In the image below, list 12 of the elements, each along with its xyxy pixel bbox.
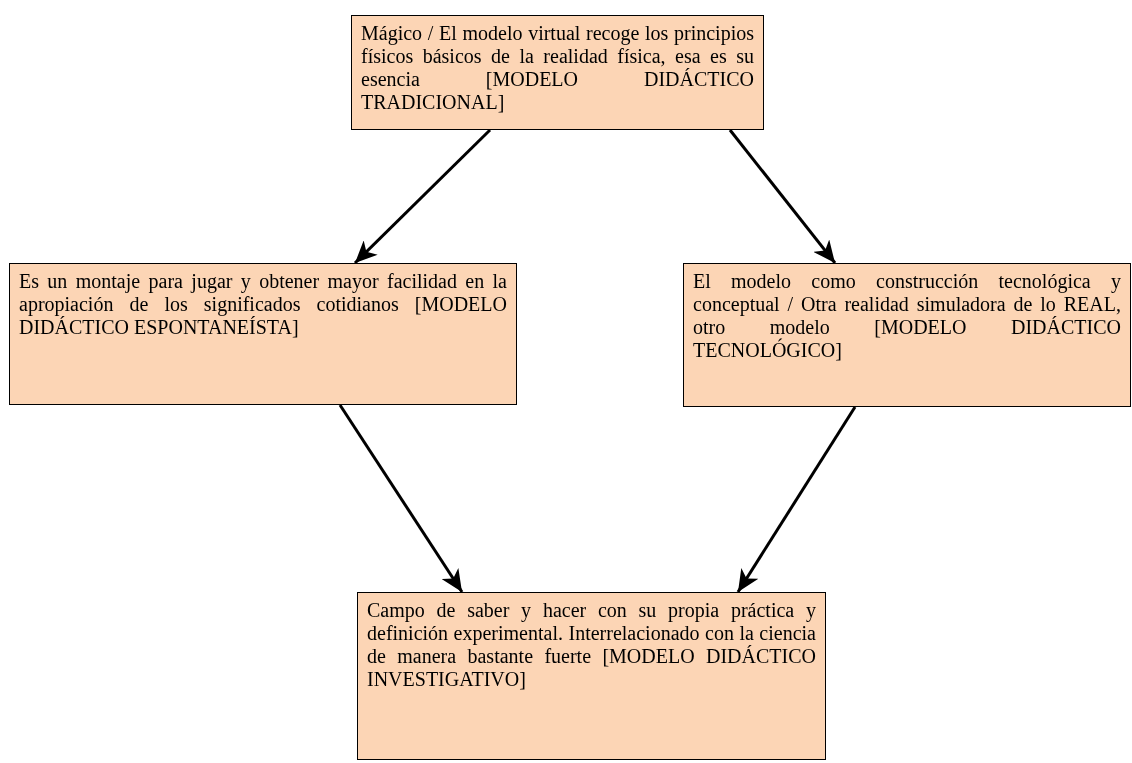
- process-box: [351, 15, 764, 130]
- box-text: Campo de saber y hacer con su propia práctica y definición experimental. Interrelacionado con la ciencia de manera bastante fuerte [MODELO DIDÁCTICO INVESTIGATIVO]: [367, 599, 816, 691]
- box-text: El modelo como construcción tecnológica y conceptual / Otra realidad simuladora de lo REAL, otro modelo [MODELO DIDÁCTICO TECNOLÓGICO]: [693, 270, 1121, 362]
- process-box: [683, 263, 1131, 407]
- box-text: Mágico / El modelo virtual recoge los principios físicos básicos de la realidad física, esa es su esencia [MODELO DIDÁCTICO TRADICIONAL]: [361, 22, 754, 114]
- box-text: Es un montaje para jugar y obtener mayor facilidad en la apropiación de los significados cotidianos [MODELO DIDÁCTICO ESPONTANEÍSTA]: [19, 270, 507, 339]
- arrow: [728, 129, 837, 264]
- arrow: [736, 406, 857, 593]
- arrow: [353, 128, 492, 265]
- process-box: [357, 592, 826, 760]
- process-box: [9, 263, 517, 405]
- arrow: [338, 404, 464, 593]
